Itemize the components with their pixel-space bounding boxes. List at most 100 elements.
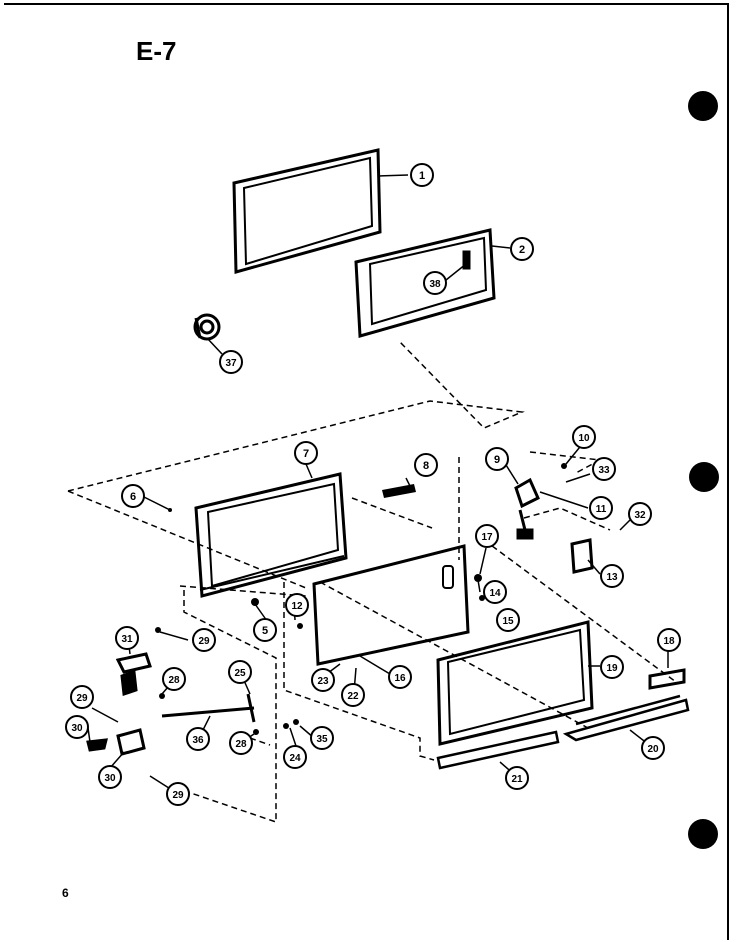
callout-number: 29 bbox=[198, 636, 210, 647]
callout-number: 29 bbox=[76, 693, 88, 704]
callout-23: 23 bbox=[311, 668, 335, 692]
callout-6: 6 bbox=[121, 484, 145, 508]
part-bottom-tray bbox=[562, 694, 690, 742]
callout-33: 33 bbox=[592, 457, 616, 481]
part-base-strip bbox=[436, 730, 560, 770]
callouts: 1 2 38 37 7 8 6 9 10 33 11 32 13 17 14 1… bbox=[65, 163, 681, 806]
callout-25: 25 bbox=[228, 660, 252, 684]
callout-number: 16 bbox=[394, 673, 406, 684]
callout-number: 8 bbox=[423, 460, 429, 472]
callout-38: 38 bbox=[423, 271, 447, 295]
callout-10: 10 bbox=[572, 425, 596, 449]
part-back-panel bbox=[312, 544, 470, 666]
fasteners bbox=[155, 463, 567, 735]
callout-16: 16 bbox=[388, 665, 412, 689]
callout-number: 13 bbox=[606, 572, 618, 583]
callout-number: 35 bbox=[316, 734, 328, 745]
callout-number: 23 bbox=[317, 676, 329, 687]
callout-number: 22 bbox=[347, 691, 359, 702]
callout-19: 19 bbox=[600, 655, 624, 679]
callout-number: 19 bbox=[606, 663, 618, 674]
callout-number: 12 bbox=[291, 601, 303, 612]
part-outer-panel bbox=[354, 228, 496, 338]
callout-5: 5 bbox=[253, 618, 277, 642]
callout-37: 37 bbox=[219, 350, 243, 374]
callout-35: 35 bbox=[310, 726, 334, 750]
callout-1: 1 bbox=[410, 163, 434, 187]
callout-number: 25 bbox=[234, 668, 246, 679]
callout-28-upper: 28 bbox=[162, 667, 186, 691]
callout-13: 13 bbox=[600, 564, 624, 588]
binder-hole-top bbox=[688, 91, 718, 121]
callout-22: 22 bbox=[341, 683, 365, 707]
callout-31: 31 bbox=[115, 626, 139, 650]
part-bracket-assembly bbox=[514, 477, 540, 540]
callout-number: 18 bbox=[663, 636, 675, 647]
part-handle bbox=[648, 668, 686, 690]
callout-7: 7 bbox=[294, 441, 318, 465]
callout-32: 32 bbox=[628, 502, 652, 526]
binder-hole-middle bbox=[689, 462, 719, 492]
callout-30-lower: 30 bbox=[98, 765, 122, 789]
callout-number: 14 bbox=[489, 588, 501, 599]
callout-number: 28 bbox=[168, 675, 180, 686]
part-knob bbox=[193, 313, 221, 341]
page-border bbox=[4, 3, 729, 940]
part-filter-frame bbox=[232, 148, 382, 274]
part-main-frame bbox=[194, 472, 348, 598]
part-glass-frame bbox=[436, 620, 594, 746]
callout-29-left: 29 bbox=[70, 685, 94, 709]
callout-12: 12 bbox=[285, 593, 309, 617]
callout-number: 6 bbox=[130, 491, 136, 503]
callout-number: 29 bbox=[172, 790, 184, 801]
callout-15: 15 bbox=[496, 608, 520, 632]
callout-number: 24 bbox=[289, 753, 301, 764]
callout-17: 17 bbox=[475, 524, 499, 548]
part-rod bbox=[161, 693, 256, 723]
callout-number: 33 bbox=[598, 465, 610, 476]
callout-number: 9 bbox=[494, 454, 500, 466]
callout-number: 5 bbox=[262, 625, 268, 637]
callout-14: 14 bbox=[483, 580, 507, 604]
callout-number: 7 bbox=[303, 448, 309, 460]
callout-number: 37 bbox=[225, 358, 237, 369]
callout-number: 32 bbox=[634, 510, 646, 521]
callout-24: 24 bbox=[283, 745, 307, 769]
callout-number: 31 bbox=[121, 634, 133, 645]
callout-number: 17 bbox=[481, 532, 493, 543]
part-block bbox=[570, 538, 594, 574]
callout-30-left: 30 bbox=[65, 715, 89, 739]
callout-11: 11 bbox=[589, 496, 613, 520]
callout-29-upper: 29 bbox=[192, 628, 216, 652]
callout-number: 11 bbox=[596, 504, 607, 515]
callout-36: 36 bbox=[186, 727, 210, 751]
callout-21: 21 bbox=[505, 766, 529, 790]
callout-2: 2 bbox=[510, 237, 534, 261]
leader-lines bbox=[87, 174, 669, 791]
page-number: 6 bbox=[62, 886, 69, 900]
callout-number: 30 bbox=[71, 723, 83, 734]
callout-number: 20 bbox=[647, 744, 659, 755]
binder-hole-bottom bbox=[688, 819, 718, 849]
page-title: E-7 bbox=[136, 36, 177, 66]
callout-number: 2 bbox=[519, 244, 525, 256]
part-strip bbox=[382, 484, 416, 498]
callout-number: 38 bbox=[429, 279, 441, 290]
callout-29-lower: 29 bbox=[166, 782, 190, 806]
callout-number: 1 bbox=[419, 170, 425, 182]
callout-number: 30 bbox=[104, 773, 116, 784]
callout-number: 10 bbox=[578, 433, 590, 444]
callout-number: 15 bbox=[502, 616, 514, 627]
callout-number: 28 bbox=[235, 739, 247, 750]
callout-18: 18 bbox=[657, 628, 681, 652]
part-hinge-lower bbox=[86, 728, 146, 756]
callout-number: 21 bbox=[511, 774, 523, 785]
callout-28-lower: 28 bbox=[229, 731, 253, 755]
part-hinge-upper bbox=[115, 652, 152, 697]
callout-8: 8 bbox=[414, 453, 438, 477]
callout-number: 36 bbox=[192, 735, 204, 746]
callout-20: 20 bbox=[641, 736, 665, 760]
callout-9: 9 bbox=[485, 447, 509, 471]
